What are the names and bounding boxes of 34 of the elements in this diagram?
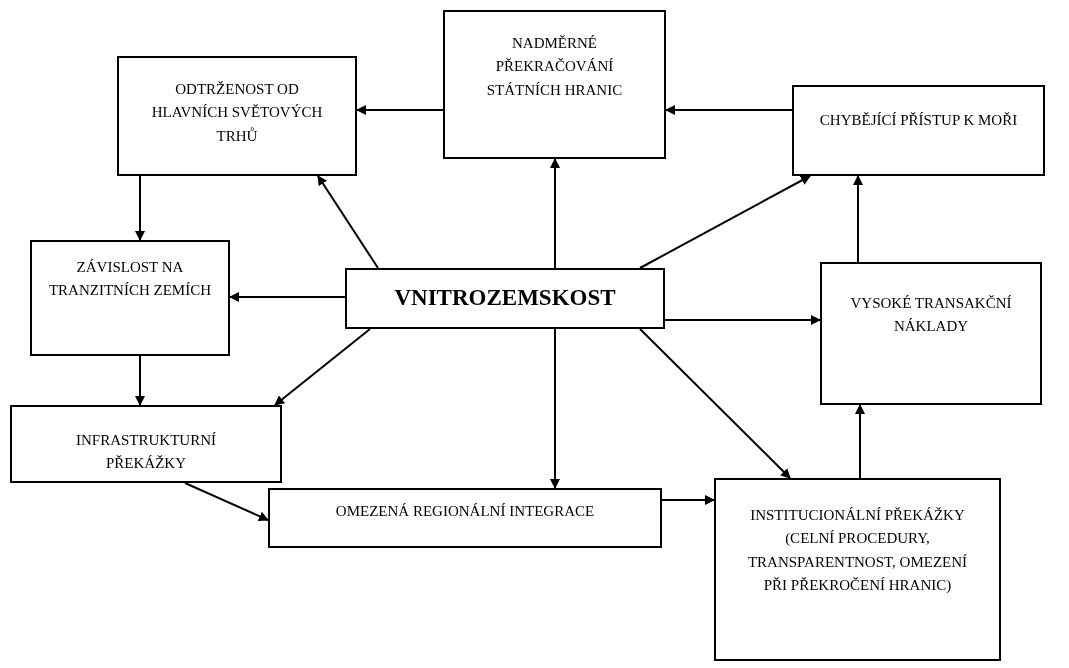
arrow [184,482,269,521]
process-box [30,240,230,356]
arrow [855,404,865,479]
box-label: ZÁVISLOST NA TRANZITNÍCH ZEMÍCH [48,258,212,301]
process-box [443,10,666,159]
arrow [661,495,715,505]
arrow [317,175,379,269]
process-box [792,85,1045,176]
arrow [135,175,145,241]
central-label: VNITROZEMSKOST [394,284,616,313]
arrow [664,315,821,325]
box-label: VYSOKÉ TRANSAKČNÍ NÁKLADY [849,294,1013,337]
arrow [853,175,863,263]
arrow [639,328,791,479]
arrow [135,355,145,406]
arrow [356,105,444,115]
arrow [229,292,346,302]
arrow [274,328,371,406]
box-label: NADMĚRNÉ PŘEKRAČOVÁNÍ STÁTNÍCH HRANIC [485,34,624,100]
box-label: INFRASTRUKTURNÍ PŘEKÁŽKY [75,431,217,474]
process-box [117,56,357,176]
box-label: ODTRŽENOST OD HLAVNÍCH SVĚTOVÝCH TRHŮ [150,80,324,146]
arrow [550,328,560,489]
process-box [820,262,1042,405]
box-label: INSTITUCIONÁLNÍ PŘEKÁŽKY (CELNÍ PROCEDURY, TRANSPARENTNOST, OMEZENÍ PŘI PŘEKROČENÍ HRANIC) [746,506,969,595]
central-box [345,268,665,329]
process-box [10,405,282,483]
process-box [714,478,1001,661]
arrow [550,158,560,269]
box-label: OMEZENÁ REGIONÁLNÍ INTEGRACE [334,502,596,521]
box-label: CHYBĚJÍCÍ PŘÍSTUP K MOŘI [818,111,1019,130]
process-box [268,488,662,548]
arrow [639,175,811,269]
arrow [665,105,793,115]
